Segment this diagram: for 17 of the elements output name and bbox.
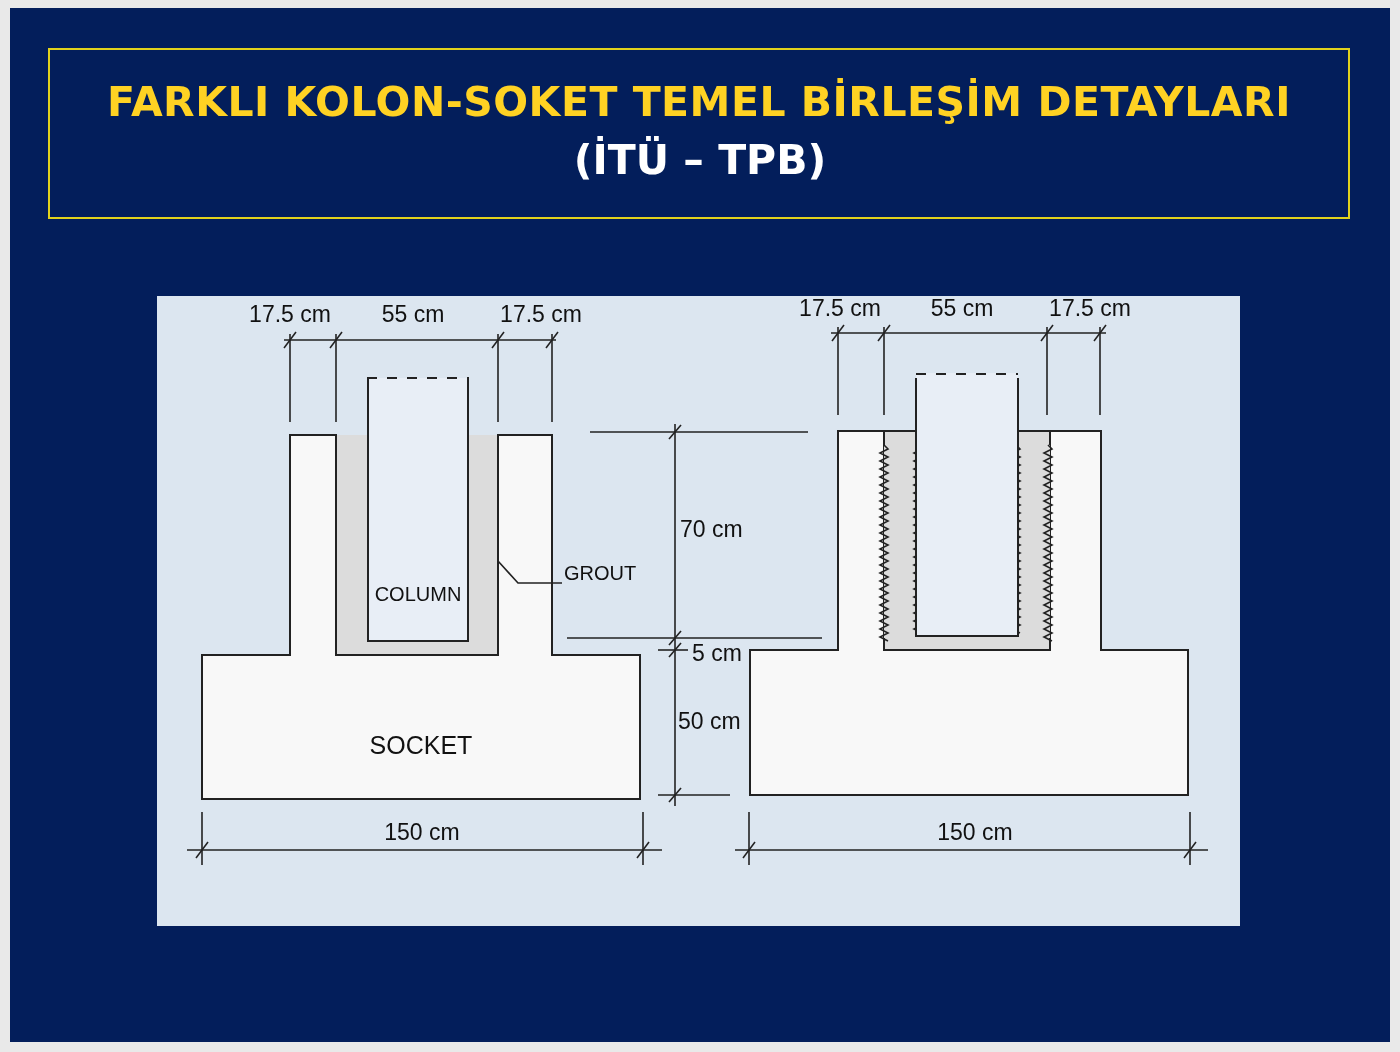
socket-foundation-section: [202, 435, 640, 799]
dimension-label: 70 cm: [680, 518, 743, 541]
dimension-label: 150 cm: [384, 821, 460, 844]
dimension-label: 150 cm: [937, 821, 1013, 844]
dimension-label: 17.5 cm: [1049, 297, 1131, 320]
dimension-label: 55 cm: [930, 297, 994, 320]
dimension-label: 55 cm: [381, 303, 445, 326]
title: FARKLI KOLON-SOKET TEMEL BİRLEŞİM DETAYLARI: [106, 80, 1292, 126]
column-section: COLUMN: [367, 376, 469, 642]
grout-label: GROUT: [564, 560, 664, 586]
part-label: SOCKET: [368, 733, 474, 758]
dimension-label: 17.5 cm: [500, 303, 582, 326]
dimension-label: 17.5 cm: [249, 303, 331, 326]
dimension-label: 17.5 cm: [799, 297, 881, 320]
dimension-label: 5 cm: [692, 642, 742, 665]
dimension-label: 50 cm: [678, 710, 741, 733]
leader-line: [497, 560, 563, 584]
